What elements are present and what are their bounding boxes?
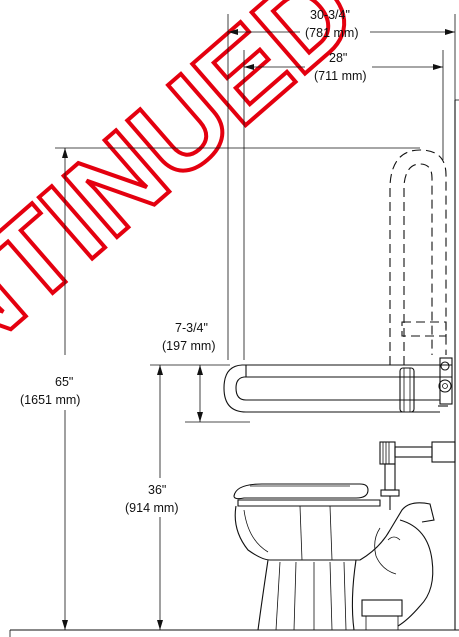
discontinued-stamp: DISCONTINUED — [0, 0, 382, 634]
overall-width-dimension: 30-3/4" (781 mm) — [227, 8, 456, 360]
bar-offset-metric: (197 mm) — [162, 339, 215, 353]
bar-height-metric: (914 mm) — [125, 501, 178, 515]
toilet — [233, 483, 435, 631]
grab-bar-lowered — [223, 357, 453, 413]
bar-length-metric: (711 mm) — [314, 69, 367, 83]
bar-length-dimension: 28" (711 mm) — [243, 50, 444, 360]
discontinued-stamp-text: DISCONTINUED — [0, 0, 382, 634]
total-height-imperial: 65" — [55, 375, 73, 389]
total-height-metric: (1651 mm) — [20, 393, 80, 407]
bar-length-imperial: 28" — [329, 51, 347, 65]
flush-valve — [379, 441, 456, 510]
grab-bar-raised — [389, 149, 447, 365]
overall-width-imperial: 30-3/4" — [310, 8, 350, 22]
overall-width-metric: (781 mm) — [305, 26, 358, 40]
bar-offset-imperial: 7-3/4" — [175, 321, 208, 335]
bar-offset-dimension: 7-3/4" (197 mm) — [162, 321, 250, 423]
floor-and-wall — [9, 99, 459, 637]
bar-height-dimension: 36" (914 mm) — [125, 364, 230, 630]
total-height-dimension: 65" (1651 mm) — [20, 147, 420, 630]
bar-height-imperial: 36" — [148, 483, 166, 497]
